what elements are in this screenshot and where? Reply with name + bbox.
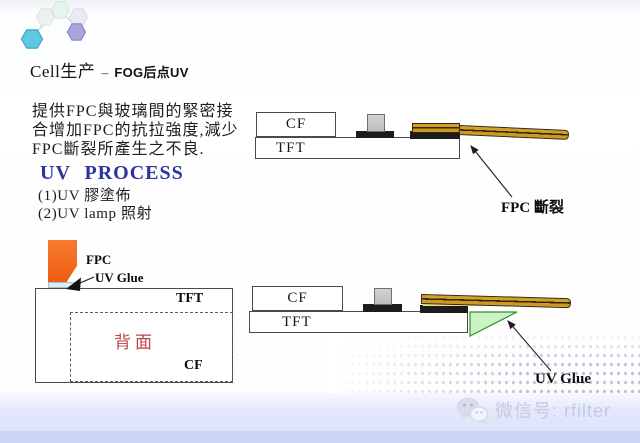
intro-text-block: 提供FPC與玻璃間的緊密接 合增加FPC的抗拉強度,減少 FPC斷裂所產生之不良…	[32, 102, 257, 223]
bl-cf-label: CF	[184, 358, 203, 373]
top-acf-bar-left	[356, 131, 394, 138]
br-cf-box: CF	[252, 286, 343, 311]
halftone-dot-pattern	[328, 333, 640, 393]
intro-line-2: 合增加FPC的抗拉強度,減少	[32, 122, 239, 139]
intro-line-1: 提供FPC與玻璃間的緊密接	[32, 103, 234, 120]
bl-uv-glue-label: UV Glue	[95, 270, 144, 285]
top-tft-label: TFT	[276, 139, 306, 156]
wechat-icon	[456, 397, 489, 424]
fpc-break-label: FPC 斷裂	[501, 200, 564, 216]
wechat-footer: 微信号: rfilter	[455, 396, 611, 424]
uv-process-title: UV PROCESS	[40, 162, 184, 184]
top-driver-ic-chip	[367, 114, 385, 132]
bl-glue-arrow-line	[79, 276, 95, 284]
bl-fpc-label: FPC	[86, 252, 112, 267]
page-title: Cell生产 – FOG后点UV	[30, 57, 189, 82]
uv-step-2: (2)UV lamp 照射	[38, 206, 153, 222]
br-tft-box: TFT	[249, 311, 468, 333]
bl-uv-glue-strip	[48, 282, 75, 288]
back-side-label: 背面	[114, 333, 156, 352]
bl-fpc-shape	[48, 240, 77, 283]
uv-step-1: (1)UV 膠塗佈	[38, 188, 132, 204]
title-dash: –	[101, 66, 109, 81]
top-fpc-left-segment	[412, 123, 460, 133]
wechat-id-label: 微信号: rfilter	[495, 401, 612, 421]
title-main: Cell生产	[30, 62, 96, 81]
title-sub: FOG后点UV	[114, 65, 189, 80]
br-tft-label: TFT	[282, 313, 312, 330]
intro-line-3: FPC斷裂所產生之不良.	[32, 141, 205, 158]
br-cf-label: CF	[287, 290, 308, 306]
bl-cf-dashed-box	[70, 312, 233, 382]
br-acf-bar-left	[363, 304, 402, 312]
top-cf-label: CF	[285, 116, 307, 132]
br-driver-ic-chip	[374, 288, 392, 305]
br-uv-glue-label: UV Glue	[535, 371, 591, 387]
top-acf-bar-right	[410, 131, 460, 139]
bottom-blue-strip	[0, 431, 640, 443]
fpc-break-arrow	[470, 145, 513, 198]
top-fpc-right-segment	[458, 125, 570, 140]
bottom-gradient-band	[0, 391, 640, 432]
hexagon-cluster-icon	[8, 0, 108, 61]
br-uv-glue-triangle	[468, 310, 522, 345]
top-cf-box: CF	[256, 112, 336, 137]
bl-tft-label: TFT	[176, 291, 204, 306]
br-acf-bar-right	[420, 305, 468, 313]
top-tft-box: TFT	[255, 137, 460, 159]
